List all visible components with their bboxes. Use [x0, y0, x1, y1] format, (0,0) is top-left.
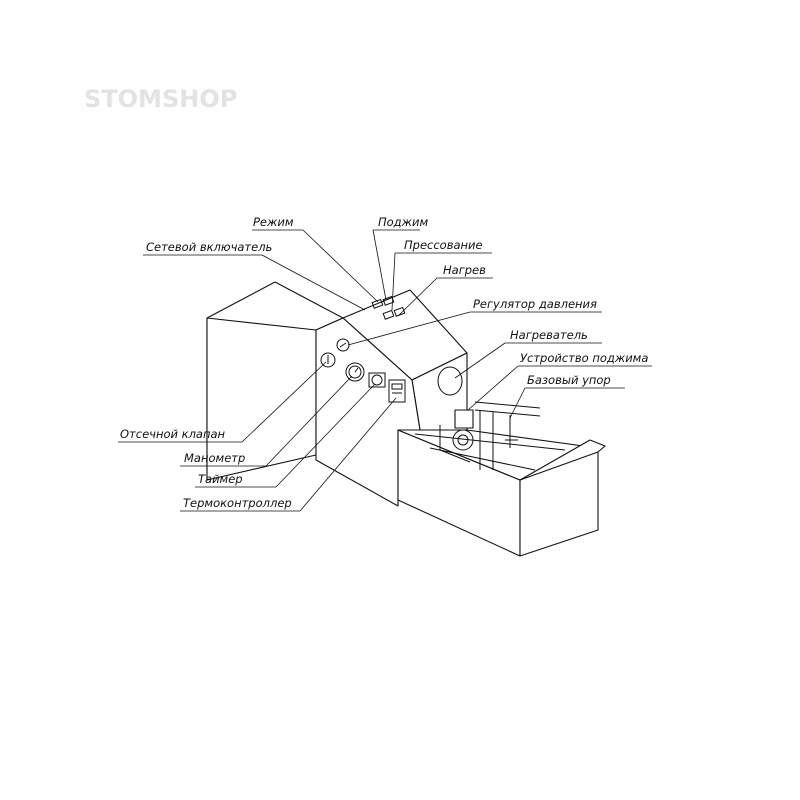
leader-termokontroller — [299, 397, 397, 512]
clamp-wheel — [452, 429, 474, 451]
leader-nagrev — [397, 277, 438, 317]
label-taymer: Таймер — [198, 472, 243, 486]
clamp-rod-lower — [474, 409, 541, 417]
label-nagrev: Нагрев — [443, 263, 486, 277]
leader-rezhim — [302, 229, 379, 303]
timer-frame — [368, 372, 386, 388]
manometer-gauge — [345, 362, 365, 382]
label-nagrevatel: Нагреватель — [510, 328, 588, 342]
manometer-dial — [348, 365, 362, 379]
heat-display — [382, 309, 395, 320]
label-ustroystvo-podzhima: Устройство поджима — [520, 351, 648, 365]
machine-drawing — [206, 281, 606, 557]
callout-labels: Режим Поджим Сетевой включатель Прессова… — [120, 215, 648, 510]
label-regulyator-davleniya: Регулятор давления — [473, 297, 597, 311]
clamp-rod-upper — [474, 401, 541, 409]
thermocontroller-frame — [388, 379, 406, 403]
pressure-regulator-mark — [339, 342, 347, 348]
leader-taymer — [275, 383, 376, 488]
label-termokontroller: Термоконтроллер — [183, 496, 292, 510]
right-end-box — [519, 439, 606, 557]
label-rezhim: Режим — [253, 215, 294, 229]
clamp-wheel-hub — [457, 434, 469, 446]
manometer-needle — [354, 367, 359, 373]
label-setevoy-vklyuchatel: Сетевой включатель — [146, 240, 272, 254]
label-podzhim: Поджим — [378, 215, 428, 229]
leader-podzhim — [372, 229, 387, 301]
timer-dial[interactable] — [371, 374, 383, 386]
label-otsechnoy-klapan: Отсечной клапан — [120, 427, 226, 441]
leader-ustroystvo — [467, 365, 519, 411]
leader-nagrevatel — [454, 342, 506, 379]
label-bazovy-upor: Базовый упор — [527, 373, 611, 387]
leader-manometr — [265, 375, 353, 467]
control-console — [315, 289, 468, 507]
watermark: STOMSHOP — [84, 85, 237, 113]
heater-disk — [437, 366, 463, 396]
cutoff-valve-knob[interactable] — [320, 352, 336, 368]
label-pressovanie: Прессование — [404, 238, 483, 252]
leader-setevoy — [261, 254, 366, 311]
leader-bazovy — [509, 387, 526, 419]
label-manometr: Манометр — [184, 451, 245, 465]
end-box-top — [519, 439, 606, 481]
thermocontroller-display — [391, 383, 403, 390]
left-housing — [206, 281, 344, 481]
leader-otsechnoy — [241, 361, 327, 443]
leader-regulyator — [347, 311, 471, 346]
clamp-block — [454, 409, 474, 429]
leader-pressovanie — [391, 252, 396, 311]
leader-lines — [118, 229, 652, 512]
clamp-arm — [439, 425, 471, 463]
rail-front — [429, 447, 536, 471]
